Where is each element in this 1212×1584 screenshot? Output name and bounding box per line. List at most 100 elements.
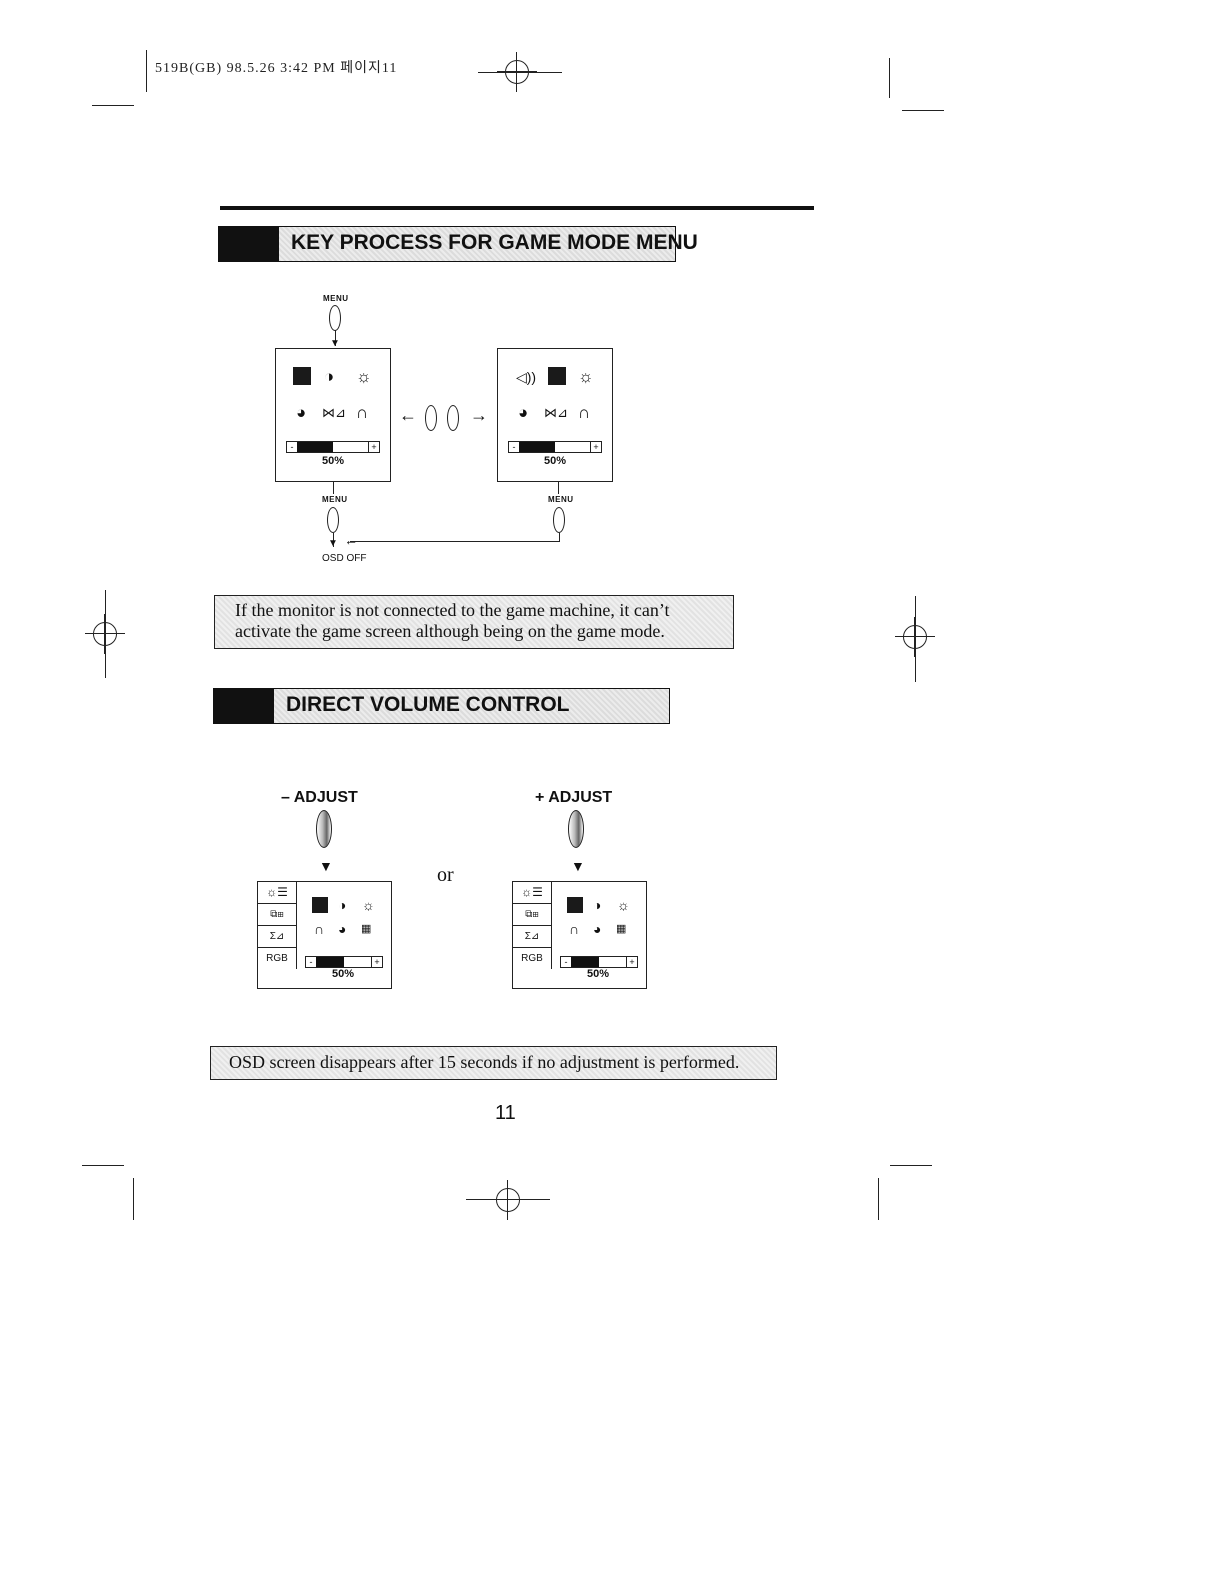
color-icon: ◕ [338, 921, 347, 937]
section-title: KEY PROCESS FOR GAME MODE MENU [291, 231, 698, 254]
minus-icon: - [508, 441, 520, 453]
header-block [219, 227, 279, 261]
arrow-down-icon: ▼ [571, 858, 585, 874]
level-percent: 50% [332, 968, 355, 980]
side-tab-rgb: RGB [513, 948, 552, 969]
menu-button-icon [553, 507, 565, 533]
brightness-icon: ☼ [356, 367, 372, 386]
crop-mark [915, 596, 916, 682]
arrow-left-icon: ← [344, 532, 358, 548]
selected-tile-icon [312, 897, 328, 913]
level-fill [519, 442, 555, 452]
menu-button-label: MENU [323, 294, 349, 303]
osd-screen-right: ◁)) ☼ ◕ ⋈⊿ ∩ - + 50% [497, 348, 613, 482]
adjust-button-icon [425, 405, 437, 431]
arrow-left-icon: ← [399, 405, 417, 425]
flow-line [333, 533, 334, 547]
level-bar: - + [560, 956, 638, 968]
osd-off-label: OSD OFF [322, 553, 367, 564]
minus-icon: - [305, 956, 317, 968]
brightness-icon: ☼ [617, 897, 630, 913]
side-tab-rgb: RGB [258, 948, 297, 969]
level-fill [297, 442, 333, 452]
side-tab-position: ⧉⊞ [513, 904, 552, 926]
selected-tile-icon [567, 897, 583, 913]
contrast-icon: ◑ [593, 897, 602, 913]
arrow-right-icon: → [470, 405, 488, 425]
menu-button-label: MENU [322, 495, 348, 504]
or-word: or [437, 864, 454, 886]
plus-icon: + [626, 956, 638, 968]
crop-mark [133, 1178, 134, 1220]
volume-osd-left: ☼☰ ⧉⊞ Σ⊿ RGB ◑ ☼ ∩ ◕ ▦ - + 50% [257, 881, 392, 989]
section-header-volume: DIRECT VOLUME CONTROL [213, 688, 670, 724]
game-mode-note: If the monitor is not connected to the g… [214, 595, 734, 649]
level-bar: - + [305, 956, 383, 968]
mode-icon: ▦ [361, 923, 372, 935]
flow-line [558, 482, 559, 494]
plus-icon: + [371, 956, 383, 968]
contrast-icon: ◑ [338, 897, 347, 913]
headphone-icon: ∩ [569, 921, 580, 937]
section-header-game-mode: KEY PROCESS FOR GAME MODE MENU [218, 226, 698, 262]
page-number: 11 [495, 1102, 516, 1124]
level-bar: - + [286, 441, 380, 453]
level-fill [316, 957, 344, 967]
adjust-button-icon [447, 405, 459, 431]
minus-adjust-button-icon [316, 810, 332, 848]
header-block [214, 689, 274, 723]
side-tab-geometry: Σ⊿ [258, 926, 297, 948]
top-rule [220, 206, 814, 210]
plus-icon: + [590, 441, 602, 453]
level-bar: - + [508, 441, 602, 453]
arrow-down-icon: ▼ [330, 338, 340, 349]
game-icon: ⋈⊿ [322, 405, 346, 420]
crop-mark [902, 110, 944, 111]
section-title: DIRECT VOLUME CONTROL [286, 693, 570, 716]
level-percent: 50% [322, 455, 345, 467]
brightness-icon: ☼ [578, 367, 594, 386]
crop-mark [92, 105, 134, 106]
arrow-down-icon: ▼ [328, 538, 338, 549]
menu-button-icon [327, 507, 339, 533]
color-icon: ◕ [518, 403, 529, 422]
speaker-icon: ◁)) [516, 369, 537, 385]
side-tab-picture: ☼☰ [258, 882, 297, 904]
crop-mark [889, 58, 890, 98]
print-slug: 519B(GB) 98.5.26 3:42 PM 페이지11 [155, 61, 398, 76]
brightness-icon: ☼ [362, 897, 375, 913]
menu-button-icon [329, 305, 341, 331]
side-tab-position: ⧉⊞ [258, 904, 297, 926]
crop-mark [478, 72, 562, 73]
note-text: If the monitor is not connected to the g… [235, 600, 670, 641]
note-text: OSD screen disappears after 15 seconds i… [229, 1052, 740, 1072]
crop-mark [146, 50, 147, 92]
selected-tile-icon [293, 367, 311, 385]
minus-adjust-label: – ADJUST [281, 789, 358, 806]
registration-mark-icon [488, 1180, 528, 1220]
crop-mark [878, 1178, 879, 1220]
flow-line [333, 482, 334, 494]
plus-adjust-button-icon [568, 810, 584, 848]
headphone-icon: ∩ [314, 921, 325, 937]
side-tab-picture: ☼☰ [513, 882, 552, 904]
crop-mark [82, 1165, 124, 1166]
side-tab-geometry: Σ⊿ [513, 926, 552, 948]
menu-button-label: MENU [548, 495, 574, 504]
color-icon: ◕ [296, 403, 307, 422]
arrow-down-icon: ▼ [319, 858, 333, 874]
crop-mark [466, 1199, 550, 1200]
volume-osd-right: ☼☰ ⧉⊞ Σ⊿ RGB ◑ ☼ ∩ ◕ ▦ - + 50% [512, 881, 647, 989]
contrast-icon: ◑ [324, 367, 335, 386]
game-icon: ⋈⊿ [544, 405, 568, 420]
level-percent: 50% [587, 968, 610, 980]
crop-mark [890, 1165, 932, 1166]
headphone-icon: ∩ [356, 403, 369, 422]
level-percent: 50% [544, 455, 567, 467]
osd-timeout-note: OSD screen disappears after 15 seconds i… [210, 1046, 777, 1080]
return-line [350, 541, 560, 542]
plus-adjust-label: + ADJUST [535, 789, 613, 806]
headphone-icon: ∩ [578, 403, 591, 422]
flow-arrow [335, 330, 336, 346]
level-fill [571, 957, 599, 967]
